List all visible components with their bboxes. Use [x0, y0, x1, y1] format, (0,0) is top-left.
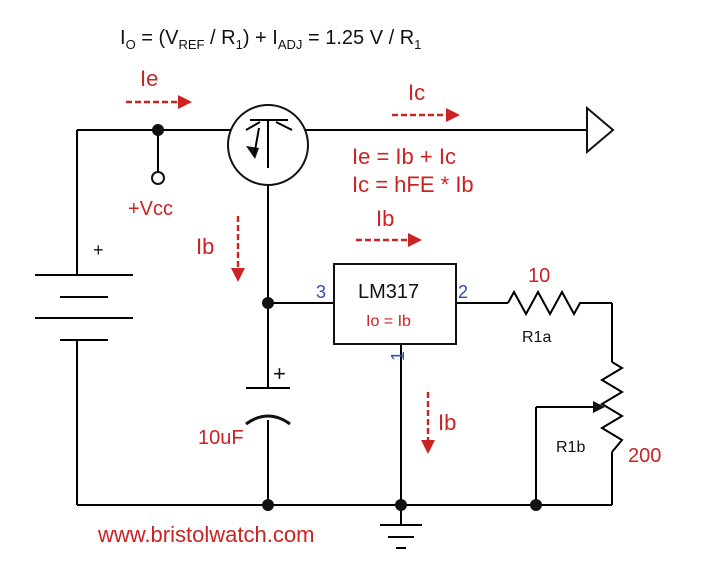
ic-arrow — [392, 108, 460, 122]
lm317-name: LM317 — [358, 281, 419, 303]
junction-dot — [395, 499, 407, 511]
r1b-value: 200 — [628, 445, 661, 467]
capacitor — [245, 387, 291, 426]
ib-arrow-bottom — [421, 392, 435, 454]
capacitor-plus: + — [273, 361, 286, 386]
battery — [35, 274, 133, 341]
r1a-name: R1a — [522, 329, 551, 346]
battery-plus: + — [93, 240, 104, 260]
wiper-arrow — [593, 401, 605, 413]
ib-label-bottom: Ib — [438, 410, 456, 435]
lm317-pin-out: 2 — [458, 282, 468, 302]
ie-arrow — [126, 95, 192, 109]
equation-ie: Ie = Ib + Ic — [352, 144, 456, 169]
r1b-name: R1b — [556, 439, 585, 456]
ib-arrow-top — [356, 233, 422, 247]
ib-label-left: Ib — [196, 234, 214, 259]
capacitor-value: 10uF — [198, 427, 244, 449]
junction-dot — [262, 499, 274, 511]
ground-symbol — [380, 524, 422, 549]
vcc-terminal — [151, 171, 165, 185]
ic-label: Ic — [408, 80, 425, 105]
resistor-r1a — [507, 289, 586, 317]
junction-dot — [152, 124, 164, 136]
ib-label-top: Ib — [376, 206, 394, 231]
lm317-note: Io = Ib — [366, 313, 411, 330]
wires — [76, 129, 613, 525]
ie-label: Ie — [140, 66, 158, 91]
lm317-pin-adj: 1 — [388, 351, 408, 361]
r1a-value: 10 — [528, 265, 550, 287]
ib-arrow-left — [231, 216, 245, 282]
junction-dot — [262, 297, 274, 309]
lm317-regulator — [333, 263, 457, 345]
transistor — [227, 104, 309, 186]
vcc-label: +Vcc — [128, 198, 173, 220]
formula: IO = (VREF / R1) + IADJ = 1.25 V / R1 — [120, 27, 421, 52]
potentiometer-r1b — [600, 361, 624, 453]
lm317-pin-in: 3 — [316, 282, 326, 302]
equation-ic: Ic = hFE * Ib — [352, 172, 474, 197]
junctions — [152, 124, 542, 511]
website-link[interactable]: www.bristolwatch.com — [97, 522, 314, 547]
output-terminal — [586, 105, 615, 155]
junction-dot — [530, 499, 542, 511]
